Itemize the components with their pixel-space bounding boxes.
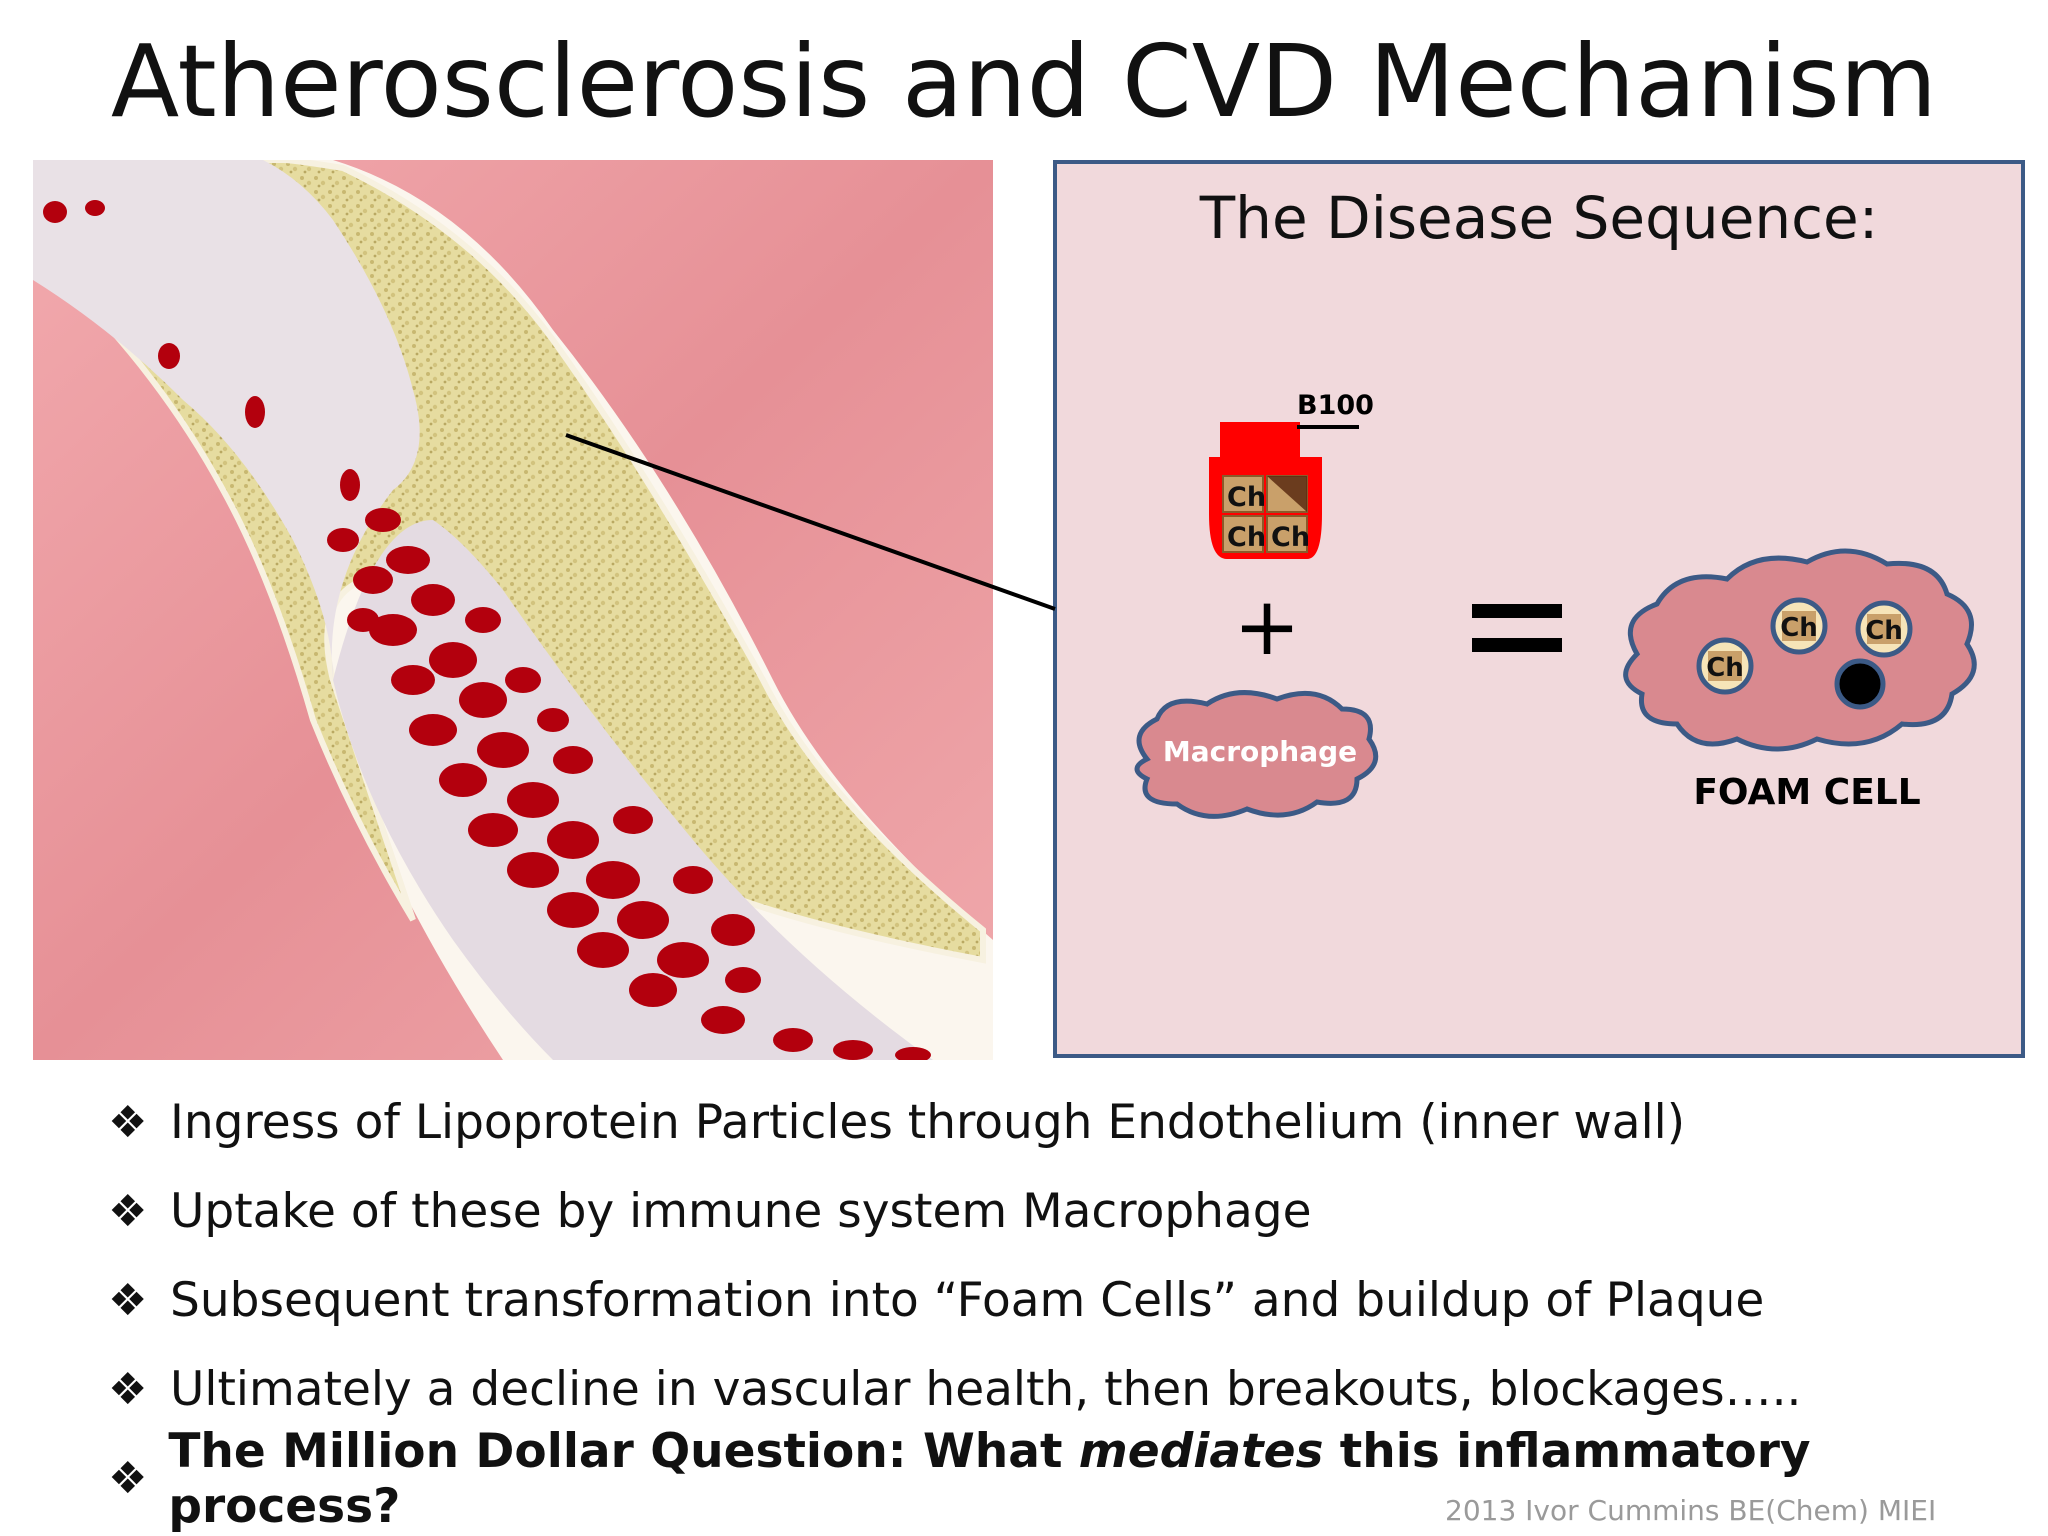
- panel-title: The Disease Sequence:: [1199, 184, 1879, 252]
- bullet-diamond-icon: ❖: [108, 1364, 148, 1415]
- red-blood-cells: [43, 200, 931, 1060]
- bullet-diamond-icon: ❖: [108, 1453, 148, 1504]
- disease-sequence-panel: The Disease Sequence: B100 Ch Ch Ch + Ma…: [1053, 160, 2025, 1058]
- bullet-diamond-icon: ❖: [108, 1097, 148, 1148]
- question-text: The Million Dollar Question: What mediat…: [168, 1423, 1811, 1534]
- emphasis-word: mediates: [1078, 1423, 1324, 1479]
- ch-label: Ch: [1706, 653, 1744, 683]
- copyright-credit: 2013 Ivor Cummins BE(Chem) MIEI: [1445, 1494, 1937, 1527]
- equals-sign: [1472, 604, 1562, 652]
- bullet-diamond-icon: ❖: [108, 1275, 148, 1326]
- ch-label: Ch: [1227, 482, 1266, 513]
- artery-illustration: [33, 160, 993, 1060]
- slide-title: Atherosclerosis and CVD Mechanism: [110, 23, 1938, 140]
- macrophage-cell: [1134, 690, 1379, 819]
- ch-label: Ch: [1227, 522, 1266, 553]
- ldl-particle: [1209, 422, 1359, 559]
- bullet-item: ❖ Subsequent transformation into “Foam C…: [108, 1273, 1765, 1328]
- ch-label: Ch: [1271, 522, 1310, 553]
- cholesterol-vesicle: [1770, 597, 1828, 655]
- cholesterol-vesicle: [1696, 637, 1754, 695]
- vessel-lumen: [33, 160, 420, 680]
- sequence-diagram: B100 Ch Ch Ch + Macrophage Ch Ch Ch: [1134, 390, 1977, 819]
- cholesterol-vesicle: [1855, 600, 1913, 658]
- ch-label: Ch: [1780, 613, 1818, 643]
- plus-sign: +: [1233, 580, 1300, 673]
- bullet-item: ❖ Ingress of Lipoprotein Particles throu…: [108, 1095, 1686, 1150]
- bullet-list: ❖ Ingress of Lipoprotein Particles throu…: [108, 1078, 2008, 1534]
- bullet-diamond-icon: ❖: [108, 1186, 148, 1237]
- macrophage-label: Macrophage: [1163, 735, 1357, 768]
- bullet-item: ❖ Ultimately a decline in vascular healt…: [108, 1362, 1802, 1417]
- cell-nucleus: [1834, 658, 1886, 710]
- bullet-item: ❖ Uptake of these by immune system Macro…: [108, 1184, 1312, 1239]
- bullet-item-question: ❖ The Million Dollar Question: What medi…: [108, 1424, 2008, 1534]
- b100-label: B100: [1297, 390, 1374, 421]
- ch-label: Ch: [1865, 616, 1903, 646]
- foam-cell-label: FOAM CELL: [1693, 772, 1920, 813]
